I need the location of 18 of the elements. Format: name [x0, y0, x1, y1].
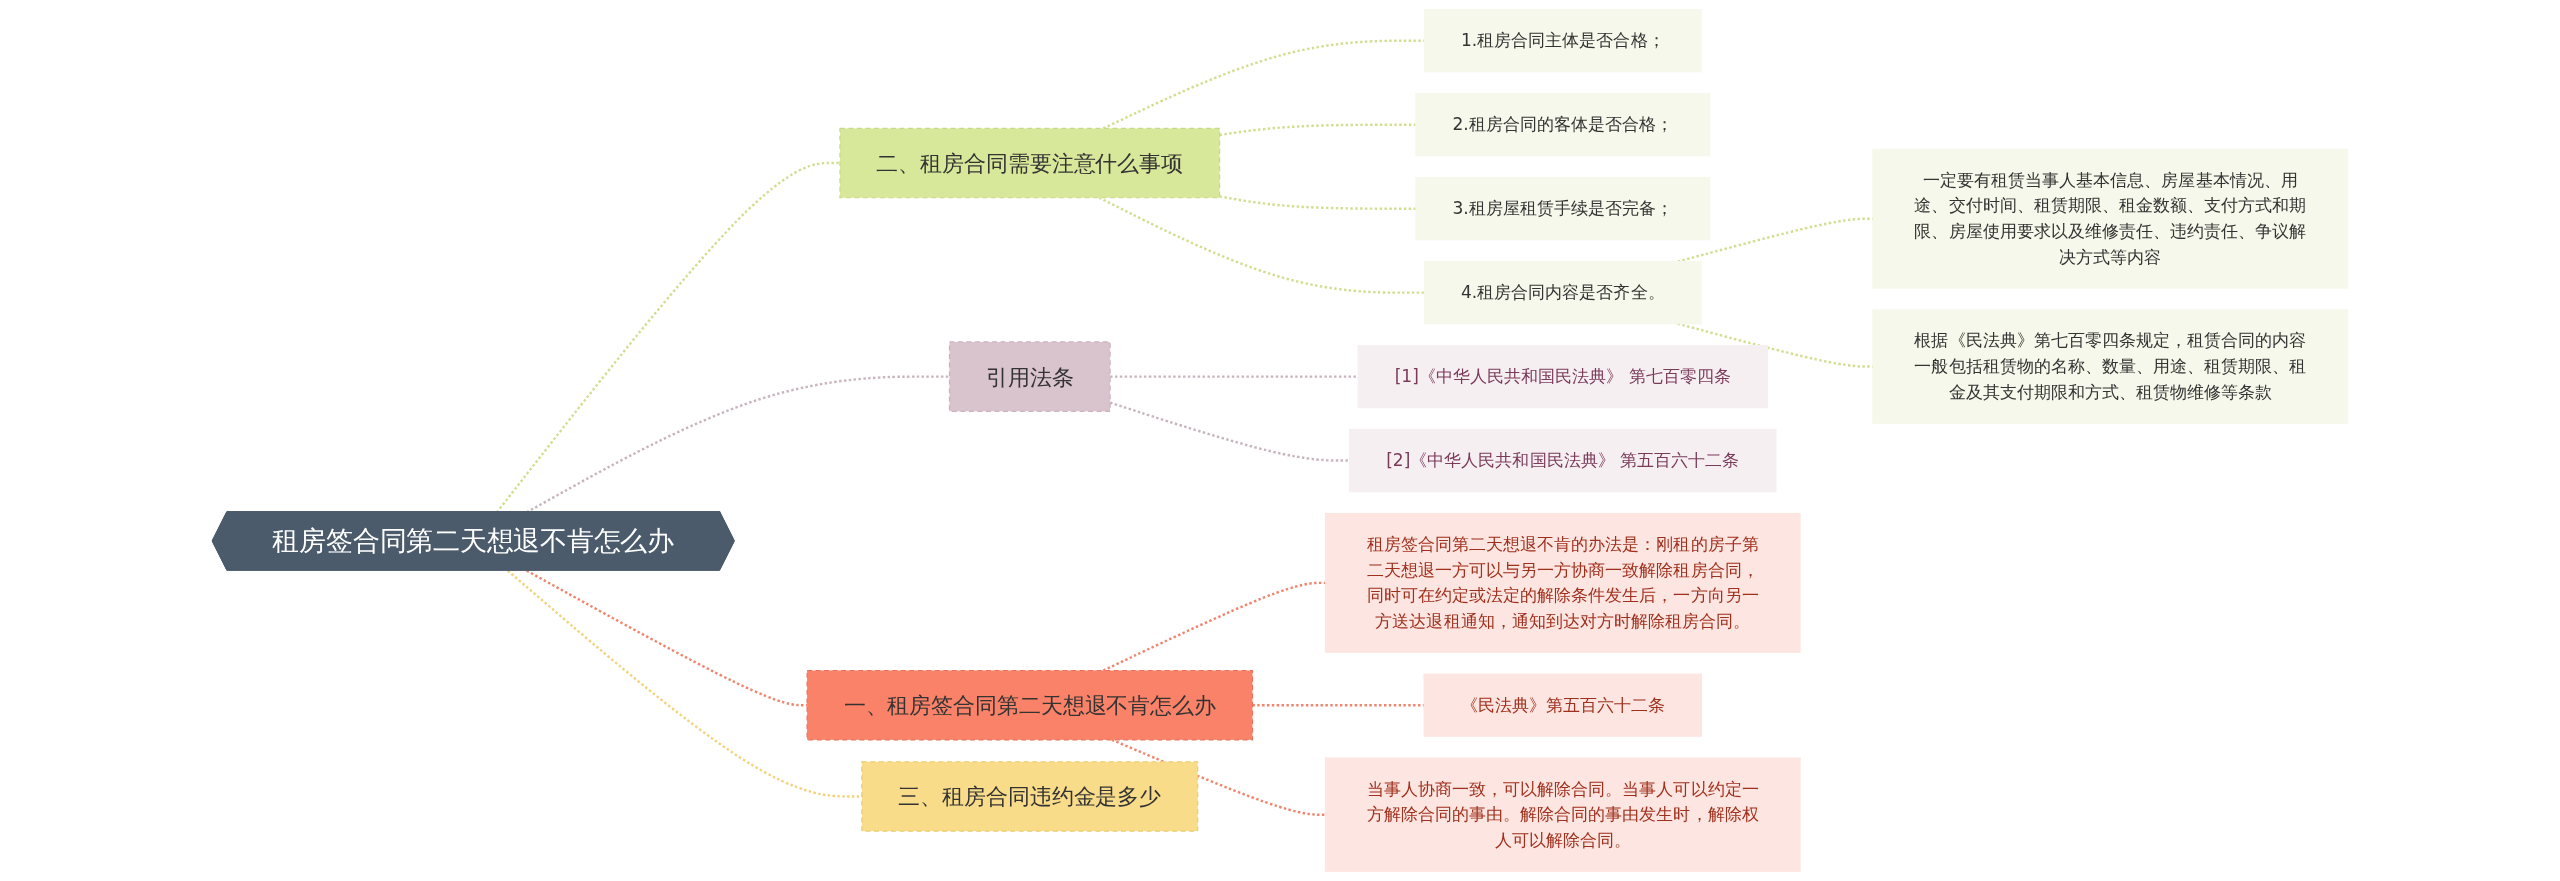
node-box: 三、租房合同违约金是多少	[861, 761, 1199, 832]
node-box: 3.租房屋租赁手续是否完备；	[1415, 177, 1711, 241]
node-box: 《民法典》第五百六十二条	[1423, 673, 1703, 737]
node-box: [1]《中华人民共和国民法典》 第七百零四条	[1357, 344, 1768, 409]
node-box: 2.租房合同的客体是否合格；	[1415, 93, 1711, 157]
node-box: 租房签合同第二天想退不肯的办法是：刚租的房子第二天想退一方可以与另一方协商一致解除租房合同，同时可在约定或法定的解除条件发生后，一方向另一方送达退租通知，通知到达对方时解除租房合同。	[1324, 512, 1801, 653]
node-box: 一定要有租赁当事人基本信息、房屋基本情况、用途、交付时间、租赁期限、租金数额、支付方式和期限、房屋使用要求以及维修责任、违约责任、争议解决方式等内容	[1872, 148, 2349, 289]
node-box: [2]《中华人民共和国民法典》 第五百六十二条	[1349, 428, 1777, 493]
node-box: 4.租房合同内容是否齐全。	[1423, 261, 1702, 325]
node-box: 根据《民法典》第七百零四条规定，租赁合同的内容一般包括租赁物的名称、数量、用途、租赁期限、租金及其支付期限和方式、租赁物维修等条款	[1872, 309, 2349, 424]
node-box: 二、租房合同需要注意什么事项	[839, 127, 1221, 199]
node-box: 当事人协商一致，可以解除合同。当事人可以约定一方解除合同的事由。解除合同的事由发生时，解除权人可以解除合同。	[1324, 757, 1801, 872]
node-box: 1.租房合同主体是否合格；	[1423, 9, 1702, 73]
connector	[507, 569, 862, 798]
node-box: 一、租房签合同第二天想退不肯怎么办	[806, 669, 1254, 741]
node-box: 引用法条	[948, 341, 1111, 412]
connector	[1111, 738, 1326, 816]
connector	[1098, 196, 1425, 294]
